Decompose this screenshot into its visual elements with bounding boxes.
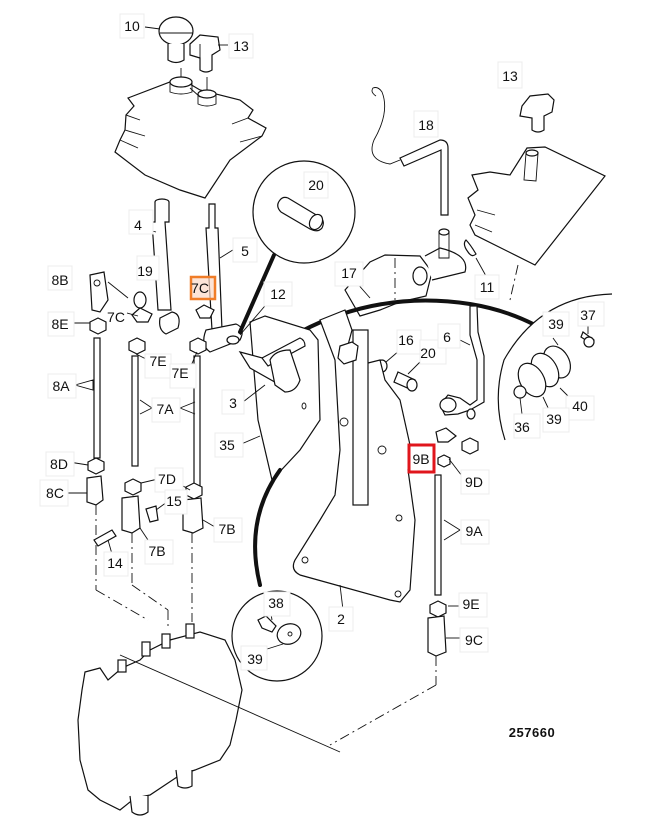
- label-11: 11: [480, 279, 495, 295]
- knob-10: [158, 16, 194, 64]
- label-9a: 9A: [465, 523, 483, 539]
- label-7b: 7B: [148, 543, 165, 559]
- rod-7-right-assembly: [159, 304, 215, 622]
- label-7c-highlighted[interactable]: 7C: [191, 280, 209, 296]
- label-18: 18: [418, 117, 434, 133]
- gaiter-left: [114, 76, 267, 199]
- label-14: 14: [107, 555, 123, 571]
- lever-3: [238, 337, 306, 393]
- drawing-number: 257660: [509, 725, 555, 740]
- leader-lines: [66, 26, 589, 651]
- rod-9-assembly: [329, 427, 479, 746]
- spacer-20: [393, 371, 418, 392]
- lever-6: [439, 305, 485, 420]
- label-8e: 8E: [51, 316, 68, 332]
- label-39: 39: [548, 316, 564, 332]
- label-9d: 9D: [465, 474, 483, 490]
- rod-7-left-assembly: [121, 291, 169, 630]
- knob-13-right: [519, 93, 555, 133]
- label-15: 15: [166, 493, 182, 509]
- plate-2: [292, 309, 416, 603]
- label-9b-highlighted[interactable]: 9B: [412, 451, 429, 467]
- control-valve: [77, 623, 341, 816]
- label-7a: 7A: [156, 401, 174, 417]
- label-37: 37: [580, 307, 596, 323]
- lever-4: [151, 198, 172, 311]
- label-13: 13: [233, 38, 249, 54]
- label-7e: 7E: [171, 365, 188, 381]
- label-5: 5: [241, 243, 249, 259]
- label-2: 2: [337, 611, 345, 627]
- label-20: 20: [308, 177, 324, 193]
- label-19: 19: [137, 263, 153, 279]
- label-39: 39: [247, 651, 263, 667]
- label-8a: 8A: [52, 378, 70, 394]
- label-9c: 9C: [465, 632, 483, 648]
- label-35: 35: [219, 437, 235, 453]
- label-7c: 7C: [107, 309, 125, 325]
- label-17: 17: [341, 265, 357, 281]
- plate-35: [249, 315, 321, 482]
- label-6: 6: [443, 329, 451, 345]
- cable-lower: [253, 468, 282, 587]
- label-4: 4: [134, 217, 142, 233]
- label-10: 10: [124, 18, 140, 34]
- rod-18: [371, 87, 449, 216]
- knob-13-left: [189, 34, 221, 73]
- label-13: 13: [502, 68, 518, 84]
- clip-15: [145, 505, 159, 523]
- label-36: 36: [514, 419, 530, 435]
- label-39: 39: [546, 411, 562, 427]
- bracket-17: [344, 228, 477, 317]
- highlight-7c[interactable]: [189, 275, 217, 301]
- gaiter-right: [467, 146, 606, 301]
- label-16: 16: [398, 332, 414, 348]
- label-7d: 7D: [158, 471, 176, 487]
- label-9e: 9E: [462, 596, 479, 612]
- lever-pivot-tube: [203, 323, 243, 353]
- label-8b: 8B: [51, 272, 68, 288]
- callout-labels: 10 13 13 18 20 4 5 19 8B 7C 12 17 11 7C …: [39, 13, 605, 671]
- label-40: 40: [572, 398, 588, 414]
- label-3: 3: [229, 395, 237, 411]
- highlight-9b[interactable]: [407, 443, 436, 474]
- pin-14: [93, 529, 117, 547]
- label-12: 12: [270, 286, 286, 302]
- label-38: 38: [268, 595, 284, 611]
- label-7e: 7E: [149, 353, 166, 369]
- label-8c: 8C: [46, 485, 64, 501]
- label-7b: 7B: [218, 521, 235, 537]
- label-20: 20: [420, 345, 436, 361]
- inset-pin-20: [238, 160, 356, 334]
- rod-8-assembly: [86, 271, 149, 621]
- label-8d: 8D: [50, 456, 68, 472]
- inset-pulley: [497, 293, 613, 441]
